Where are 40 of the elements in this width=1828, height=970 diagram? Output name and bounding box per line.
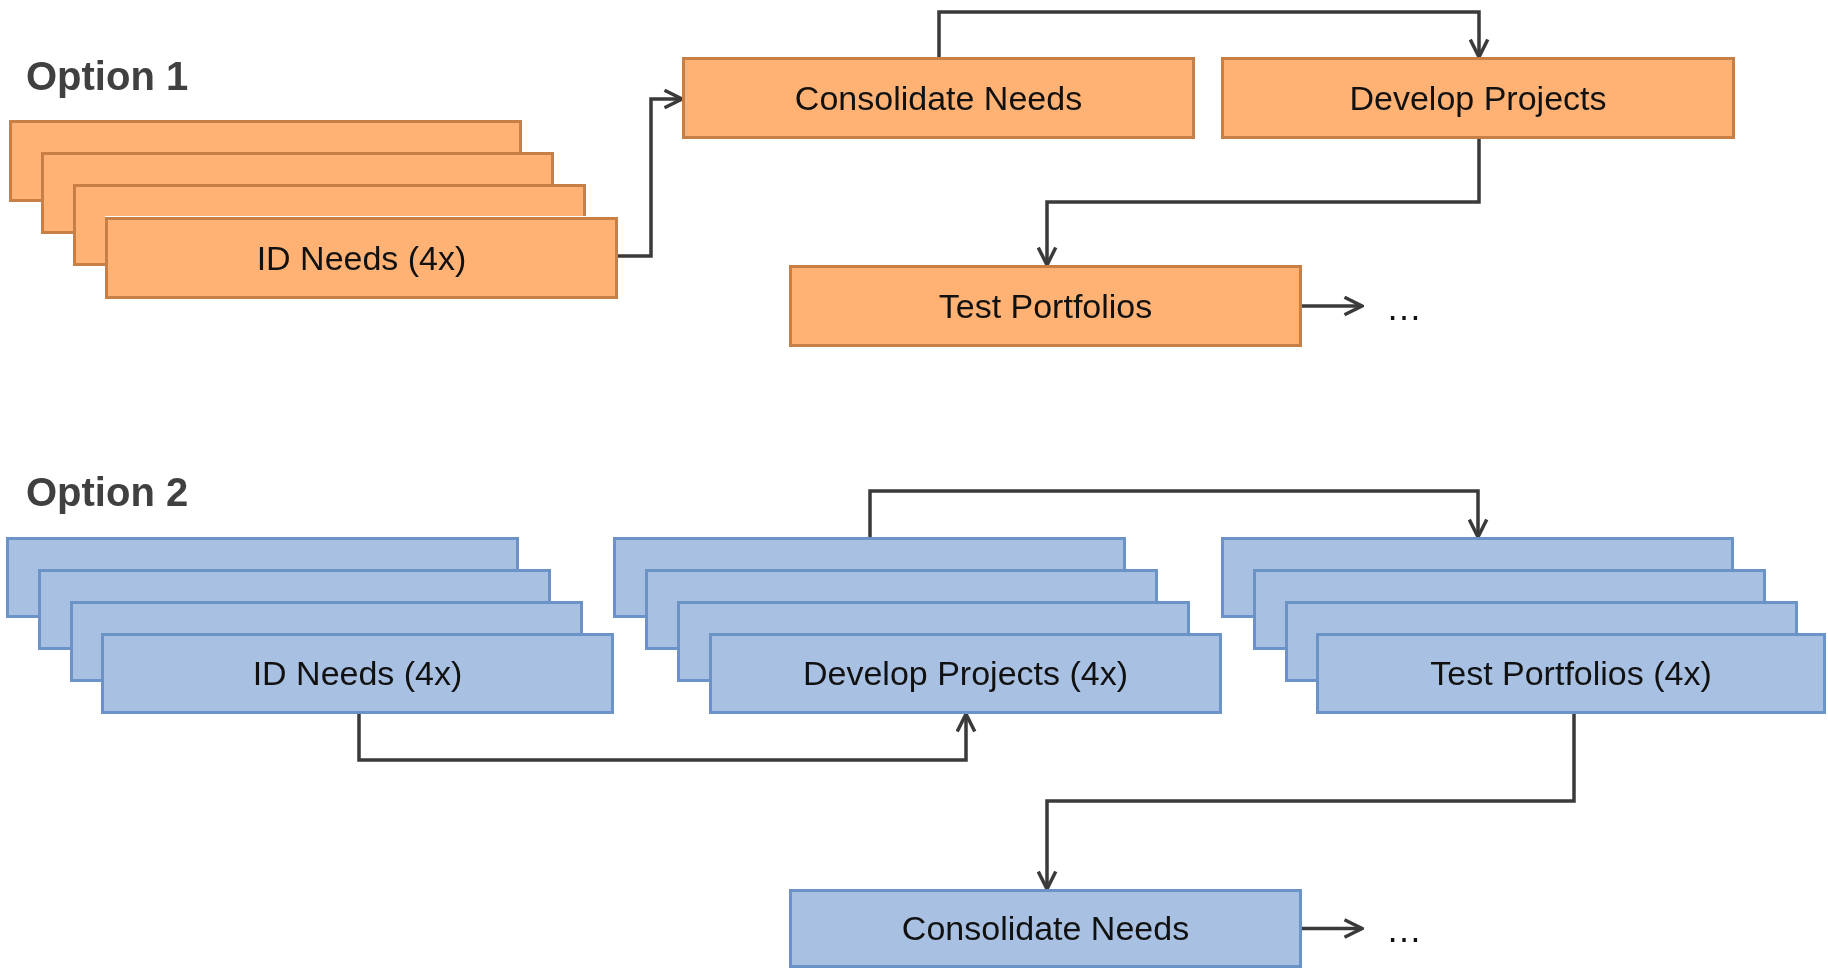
box-label: Consolidate Needs bbox=[794, 77, 1083, 119]
process-box bbox=[682, 57, 1195, 139]
arrow bbox=[868, 489, 1489, 539]
stacked-box bbox=[1285, 601, 1798, 633]
stacked-box bbox=[1221, 537, 1734, 569]
box-label: Consolidate Needs bbox=[901, 908, 1190, 950]
stacked-box bbox=[1253, 569, 1766, 601]
stacked-box bbox=[38, 569, 551, 601]
stacked-box bbox=[677, 601, 1190, 633]
process-box bbox=[105, 217, 618, 299]
arrow bbox=[1036, 714, 1576, 891]
arrow bbox=[618, 88, 684, 258]
ellipsis-text: … bbox=[1386, 290, 1422, 326]
process-box bbox=[709, 633, 1222, 714]
box-label: Develop Projects bbox=[1349, 77, 1607, 119]
process-box bbox=[1221, 57, 1735, 139]
arrow bbox=[1302, 295, 1364, 317]
stacked-box bbox=[6, 537, 519, 569]
box-label: ID Needs (4x) bbox=[256, 237, 467, 279]
stacked-box bbox=[613, 537, 1126, 569]
process-box bbox=[1316, 633, 1826, 714]
process-box bbox=[789, 889, 1302, 968]
box-label: Develop Projects (4x) bbox=[803, 653, 1128, 695]
option-heading: Option 1 bbox=[26, 56, 189, 96]
box-label: Test Portfolios (4x) bbox=[1430, 653, 1712, 695]
stacked-box bbox=[73, 184, 586, 216]
stacked-box bbox=[41, 152, 554, 184]
ellipsis-text: … bbox=[1386, 912, 1422, 948]
arrow bbox=[937, 10, 1490, 59]
process-box bbox=[789, 265, 1302, 347]
stacked-box bbox=[9, 120, 522, 152]
stacked-box bbox=[645, 569, 1158, 601]
arrow bbox=[1302, 918, 1364, 939]
process-box bbox=[101, 633, 614, 714]
arrow bbox=[1036, 139, 1481, 267]
option-heading: Option 2 bbox=[26, 472, 189, 512]
box-label: Test Portfolios bbox=[938, 285, 1153, 327]
box-label: ID Needs (4x) bbox=[252, 653, 463, 695]
arrow bbox=[357, 712, 977, 762]
stacked-box bbox=[70, 601, 583, 633]
